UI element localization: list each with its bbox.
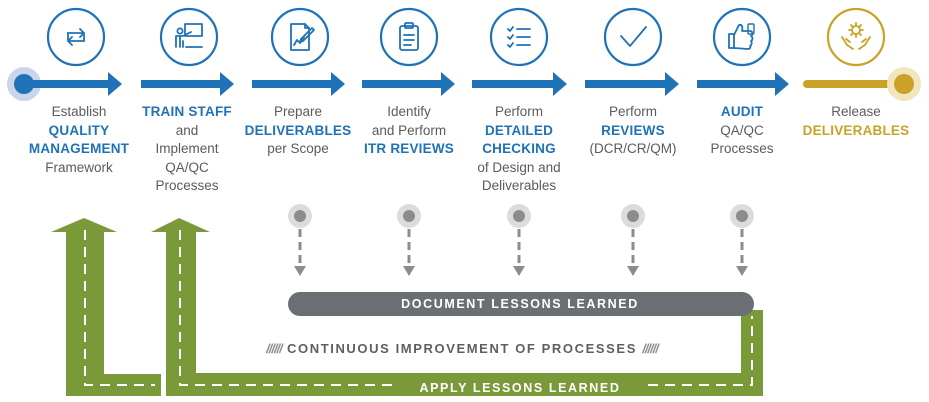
step-icons: [67, 22, 871, 51]
connector-arrowhead: [513, 266, 525, 276]
step-line: QUALITY: [48, 122, 110, 138]
step-establish-text: Establish QUALITY MANAGEMENT Framework: [19, 103, 139, 177]
trainer-board-icon: [175, 23, 203, 48]
timeline-arrow-shaft: [252, 80, 333, 88]
document-pen-icon: [290, 23, 315, 51]
step-icon-circle: [712, 7, 772, 67]
step-line: Deliverables: [481, 178, 557, 194]
connector-arrowhead: [627, 266, 639, 276]
apply-lessons-arrow-outer: [51, 218, 161, 396]
step-checking-text: Perform DETAILED CHECKING of Design and …: [459, 103, 579, 196]
dashed-path-outer: [84, 230, 155, 386]
step-line: DELIVERABLES: [244, 122, 352, 138]
step-prepare-text: Prepare DELIVERABLES per Scope: [238, 103, 358, 159]
step-audit-text: AUDIT QA/QC Processes: [682, 103, 802, 159]
lesson-connectors: [288, 204, 754, 276]
step-line: DELIVERABLES: [802, 122, 910, 138]
step-icon-circle: [603, 7, 663, 67]
timeline-arrow-shaft: [30, 80, 110, 88]
step-line: of Design and: [477, 159, 561, 175]
timeline-arrow-head: [775, 72, 789, 96]
connector-dot: [513, 210, 525, 222]
thumbs-up-icon: [728, 23, 755, 50]
process-steps: Establish QUALITY MANAGEMENT Framework T…: [19, 103, 916, 196]
step-line: TRAIN STAFF: [142, 104, 232, 119]
step-line: Release: [831, 104, 881, 119]
clipboard-icon: [399, 22, 419, 51]
hatch-right: //////: [642, 341, 659, 356]
document-lessons-label: DOCUMENT LESSONS LEARNED: [401, 297, 639, 311]
step-line: ITR REVIEWS: [364, 141, 454, 157]
step-line: Framework: [45, 159, 113, 175]
step-line: Prepare: [273, 104, 323, 119]
connector-dot: [403, 210, 415, 222]
hatch-left: //////: [266, 341, 283, 356]
timeline-arrow-shaft: [362, 80, 443, 88]
step-line: Processes: [710, 141, 774, 157]
step-line: REVIEWS: [601, 122, 665, 138]
timeline-arrow-shaft: [697, 80, 777, 88]
timeline-arrow-shaft: [585, 80, 667, 88]
step-line: (DCR/CR/QM): [589, 141, 677, 157]
step-line: Establish: [51, 104, 107, 119]
step-icon-circle: [379, 7, 439, 67]
step-release-text: Release DELIVERABLES: [796, 103, 916, 140]
step-line: CHECKING: [482, 141, 556, 157]
step-line: QA/QC: [165, 159, 209, 175]
step-line: MANAGEMENT: [28, 141, 130, 157]
timeline-arrow-head: [108, 72, 122, 96]
step-icon-circle: [46, 7, 106, 67]
end-dot: [894, 74, 914, 94]
start-dot: [14, 74, 34, 94]
step-icon-circle: [159, 7, 219, 67]
connector-dot: [627, 210, 639, 222]
timeline-arrow-shaft: [141, 80, 222, 88]
connector-arrowhead: [294, 266, 306, 276]
timeline-arrow-head: [441, 72, 455, 96]
step-line: QA/QC: [720, 122, 764, 138]
step-line: per Scope: [267, 141, 329, 157]
connector-arrowhead: [736, 266, 748, 276]
continuous-improvement-text: CONTINUOUS IMPROVEMENT OF PROCESSES: [287, 341, 637, 356]
apply-lessons-label: APPLY LESSONS LEARNED: [419, 381, 621, 395]
dashed-path-inner: [179, 230, 753, 386]
step-icon-circle: [270, 7, 330, 67]
step-reviews-text: Perform REVIEWS (DCR/CR/QM): [573, 103, 693, 159]
hands-gear-icon: [841, 22, 871, 50]
timeline-arrow-head: [665, 72, 679, 96]
step-line: and Perform: [371, 122, 447, 138]
step-line: and: [175, 122, 199, 138]
checklist-icon: [507, 26, 531, 48]
step-identify-text: Identify and Perform ITR REVIEWS: [349, 103, 469, 159]
apply-lessons-arrow-inner: [151, 218, 763, 396]
connector-arrowhead: [403, 266, 415, 276]
step-line: Perform: [608, 104, 657, 119]
arrows-cycle-icon: [67, 28, 85, 46]
step-line: AUDIT: [720, 104, 764, 119]
icon-circles: [46, 7, 886, 67]
step-line: Processes: [155, 178, 219, 194]
document-lessons-bar: [288, 292, 754, 316]
step-line: Implement: [155, 141, 219, 157]
continuous-improvement-label: ////// CONTINUOUS IMPROVEMENT OF PROCESS…: [212, 339, 712, 359]
step-line: DETAILED: [484, 122, 554, 138]
timeline-arrow-shaft: [472, 80, 555, 88]
step-line: Identify: [387, 104, 431, 119]
connector-dot: [736, 210, 748, 222]
checkmark-icon: [620, 26, 647, 47]
feedback-arrows: [51, 218, 763, 396]
timeline-arrow-head: [220, 72, 234, 96]
connector-dot: [294, 210, 306, 222]
timeline-arrow-head: [553, 72, 567, 96]
process-timeline: [7, 67, 921, 101]
step-line: Perform: [494, 104, 543, 119]
step-train-text: TRAIN STAFF and Implement QA/QC Processe…: [127, 103, 247, 196]
release-line: [803, 80, 903, 88]
timeline-arrow-head: [331, 72, 345, 96]
